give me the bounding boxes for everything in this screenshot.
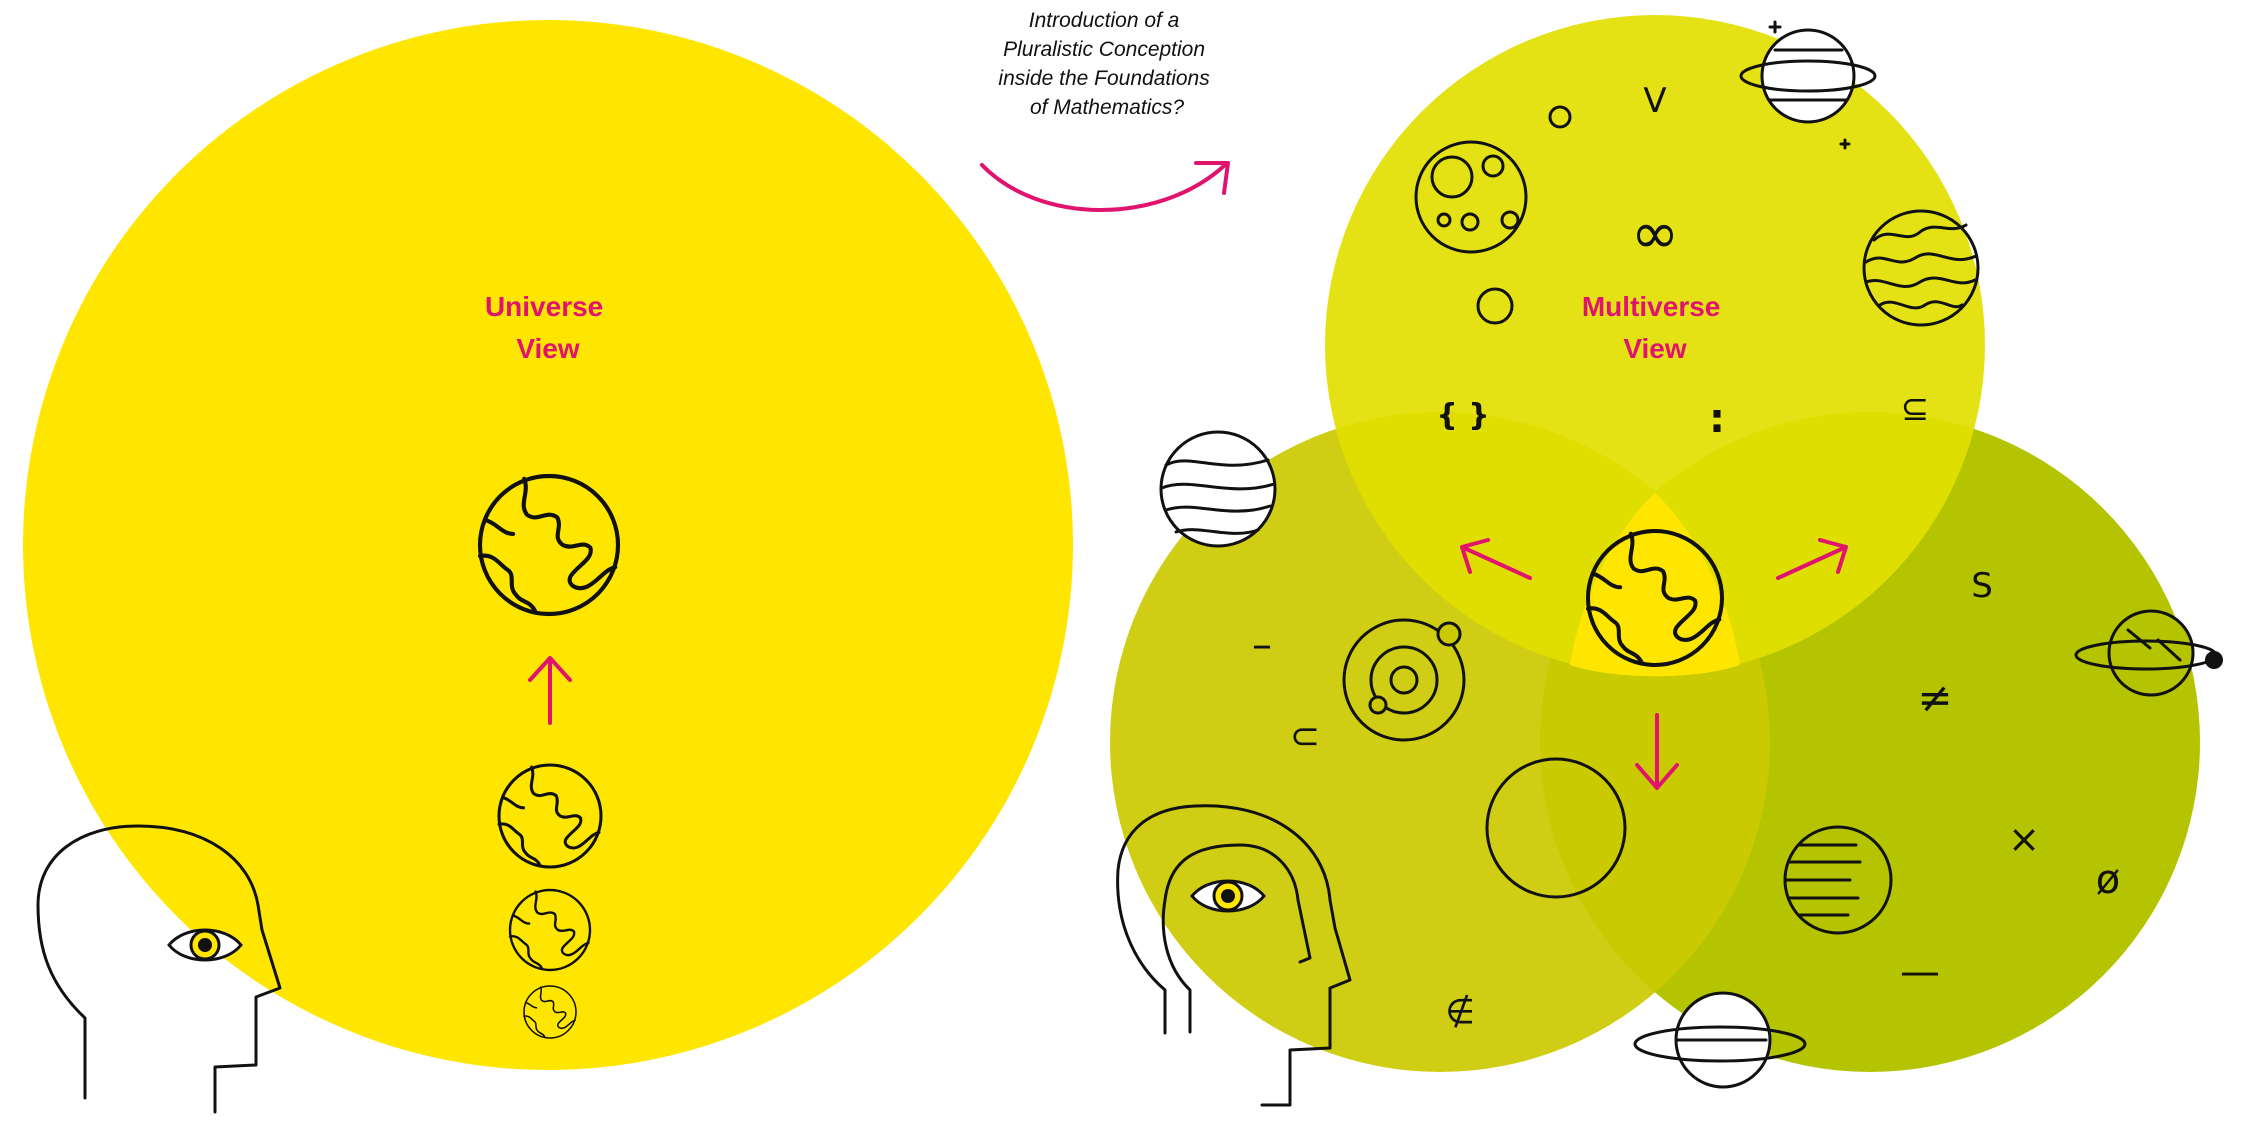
curved-arrow-icon bbox=[982, 163, 1228, 210]
question-line2: Pluralistic Conception bbox=[1003, 38, 1205, 61]
question-line1: Introduction of a bbox=[1029, 9, 1180, 32]
question-line3: inside the Foundations bbox=[998, 67, 1210, 90]
symbol-v: V bbox=[1643, 81, 1666, 121]
symbol-subseteq: ⊆ bbox=[1901, 389, 1930, 429]
symbol-dash-right: — bbox=[1900, 949, 1940, 995]
symbol-braces: { } bbox=[1436, 398, 1489, 433]
symbol-s: S bbox=[1971, 566, 1993, 606]
symbol-not-equal: ≠ bbox=[1917, 673, 1952, 722]
question-caption: Introduction of a Pluralistic Conception… bbox=[998, 9, 1215, 119]
symbol-colon: : bbox=[1709, 396, 1725, 442]
universe-label-line2: View bbox=[516, 333, 580, 364]
symbol-not-in: ∉ bbox=[1445, 992, 1475, 1032]
eye-icon bbox=[169, 930, 241, 960]
symbol-dash-left: – bbox=[1252, 622, 1272, 668]
question-line4: of Mathematics? bbox=[1030, 96, 1184, 119]
symbol-infinity: ∞ bbox=[1631, 199, 1679, 267]
symbol-empty-set: ø bbox=[2096, 857, 2120, 903]
symbol-subset: ⊂ bbox=[1290, 716, 1320, 757]
multiverse-label-line2: View bbox=[1623, 333, 1687, 364]
symbol-times: × bbox=[2008, 817, 2040, 861]
eye-icon bbox=[1192, 881, 1264, 911]
universe-label-line1: Universe bbox=[485, 291, 603, 322]
multiverse-label-line1: Multiverse bbox=[1582, 291, 1721, 322]
striped-planet-icon bbox=[1161, 432, 1275, 546]
